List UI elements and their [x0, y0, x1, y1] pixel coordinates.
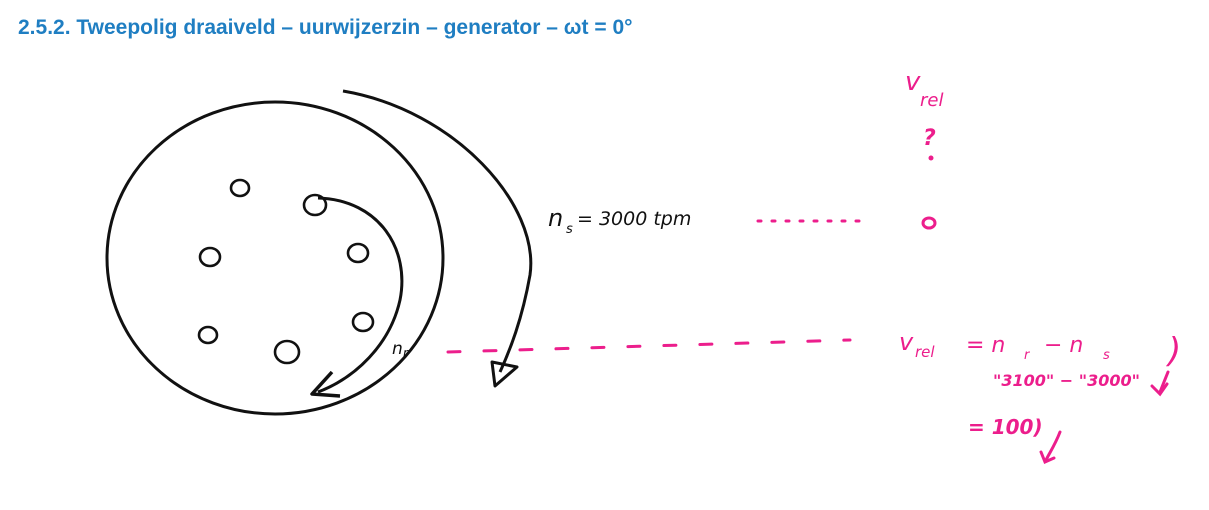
formula-minus: − n — [1044, 333, 1083, 358]
question-mark: ? — [923, 126, 936, 151]
nr-dashed-line — [446, 338, 852, 354]
pole-circle — [229, 178, 251, 198]
result-arrow — [1039, 430, 1062, 465]
formula-hook-arrow — [1150, 370, 1170, 397]
formula-result: = 100) — [968, 415, 1043, 439]
pole-circle — [198, 246, 222, 268]
field-rotation-arrow — [342, 89, 533, 373]
page-title: 2.5.2. Tweepolig draaiveld – uurwijzerzi… — [18, 16, 633, 39]
rotor-poles — [197, 178, 375, 365]
formula-rhs-sub1: r — [1024, 348, 1031, 363]
vrel-header: v — [905, 67, 921, 97]
pole-circle — [346, 242, 370, 264]
pole-circle — [273, 339, 301, 365]
ns-value: = 3000 tpm — [577, 208, 691, 230]
formula-lhs-sub: rel — [915, 343, 935, 361]
zero-value — [921, 216, 937, 230]
column-dot — [928, 155, 934, 161]
field-arrowhead — [490, 360, 519, 388]
pole-circle — [351, 311, 375, 333]
vrel-header-sub: rel — [920, 90, 943, 111]
nr-symbol: n — [392, 339, 403, 359]
formula-close-paren: ) — [1165, 331, 1181, 371]
pole-circle — [302, 193, 328, 217]
machine-outline — [105, 100, 445, 416]
ns-subscript: s — [566, 222, 573, 237]
ns-symbol: n — [548, 204, 563, 232]
formula-values: "3100" − "3000" — [993, 371, 1140, 390]
rotor-rotation-arrow — [317, 196, 404, 394]
pole-circle — [197, 325, 219, 345]
formula-lhs: v — [899, 328, 914, 356]
formula-rhs-sub2: s — [1103, 348, 1110, 363]
formula-rhs: = n — [966, 333, 1005, 358]
nr-subscript: r — [403, 346, 409, 360]
rotor-arrowhead — [310, 370, 341, 398]
